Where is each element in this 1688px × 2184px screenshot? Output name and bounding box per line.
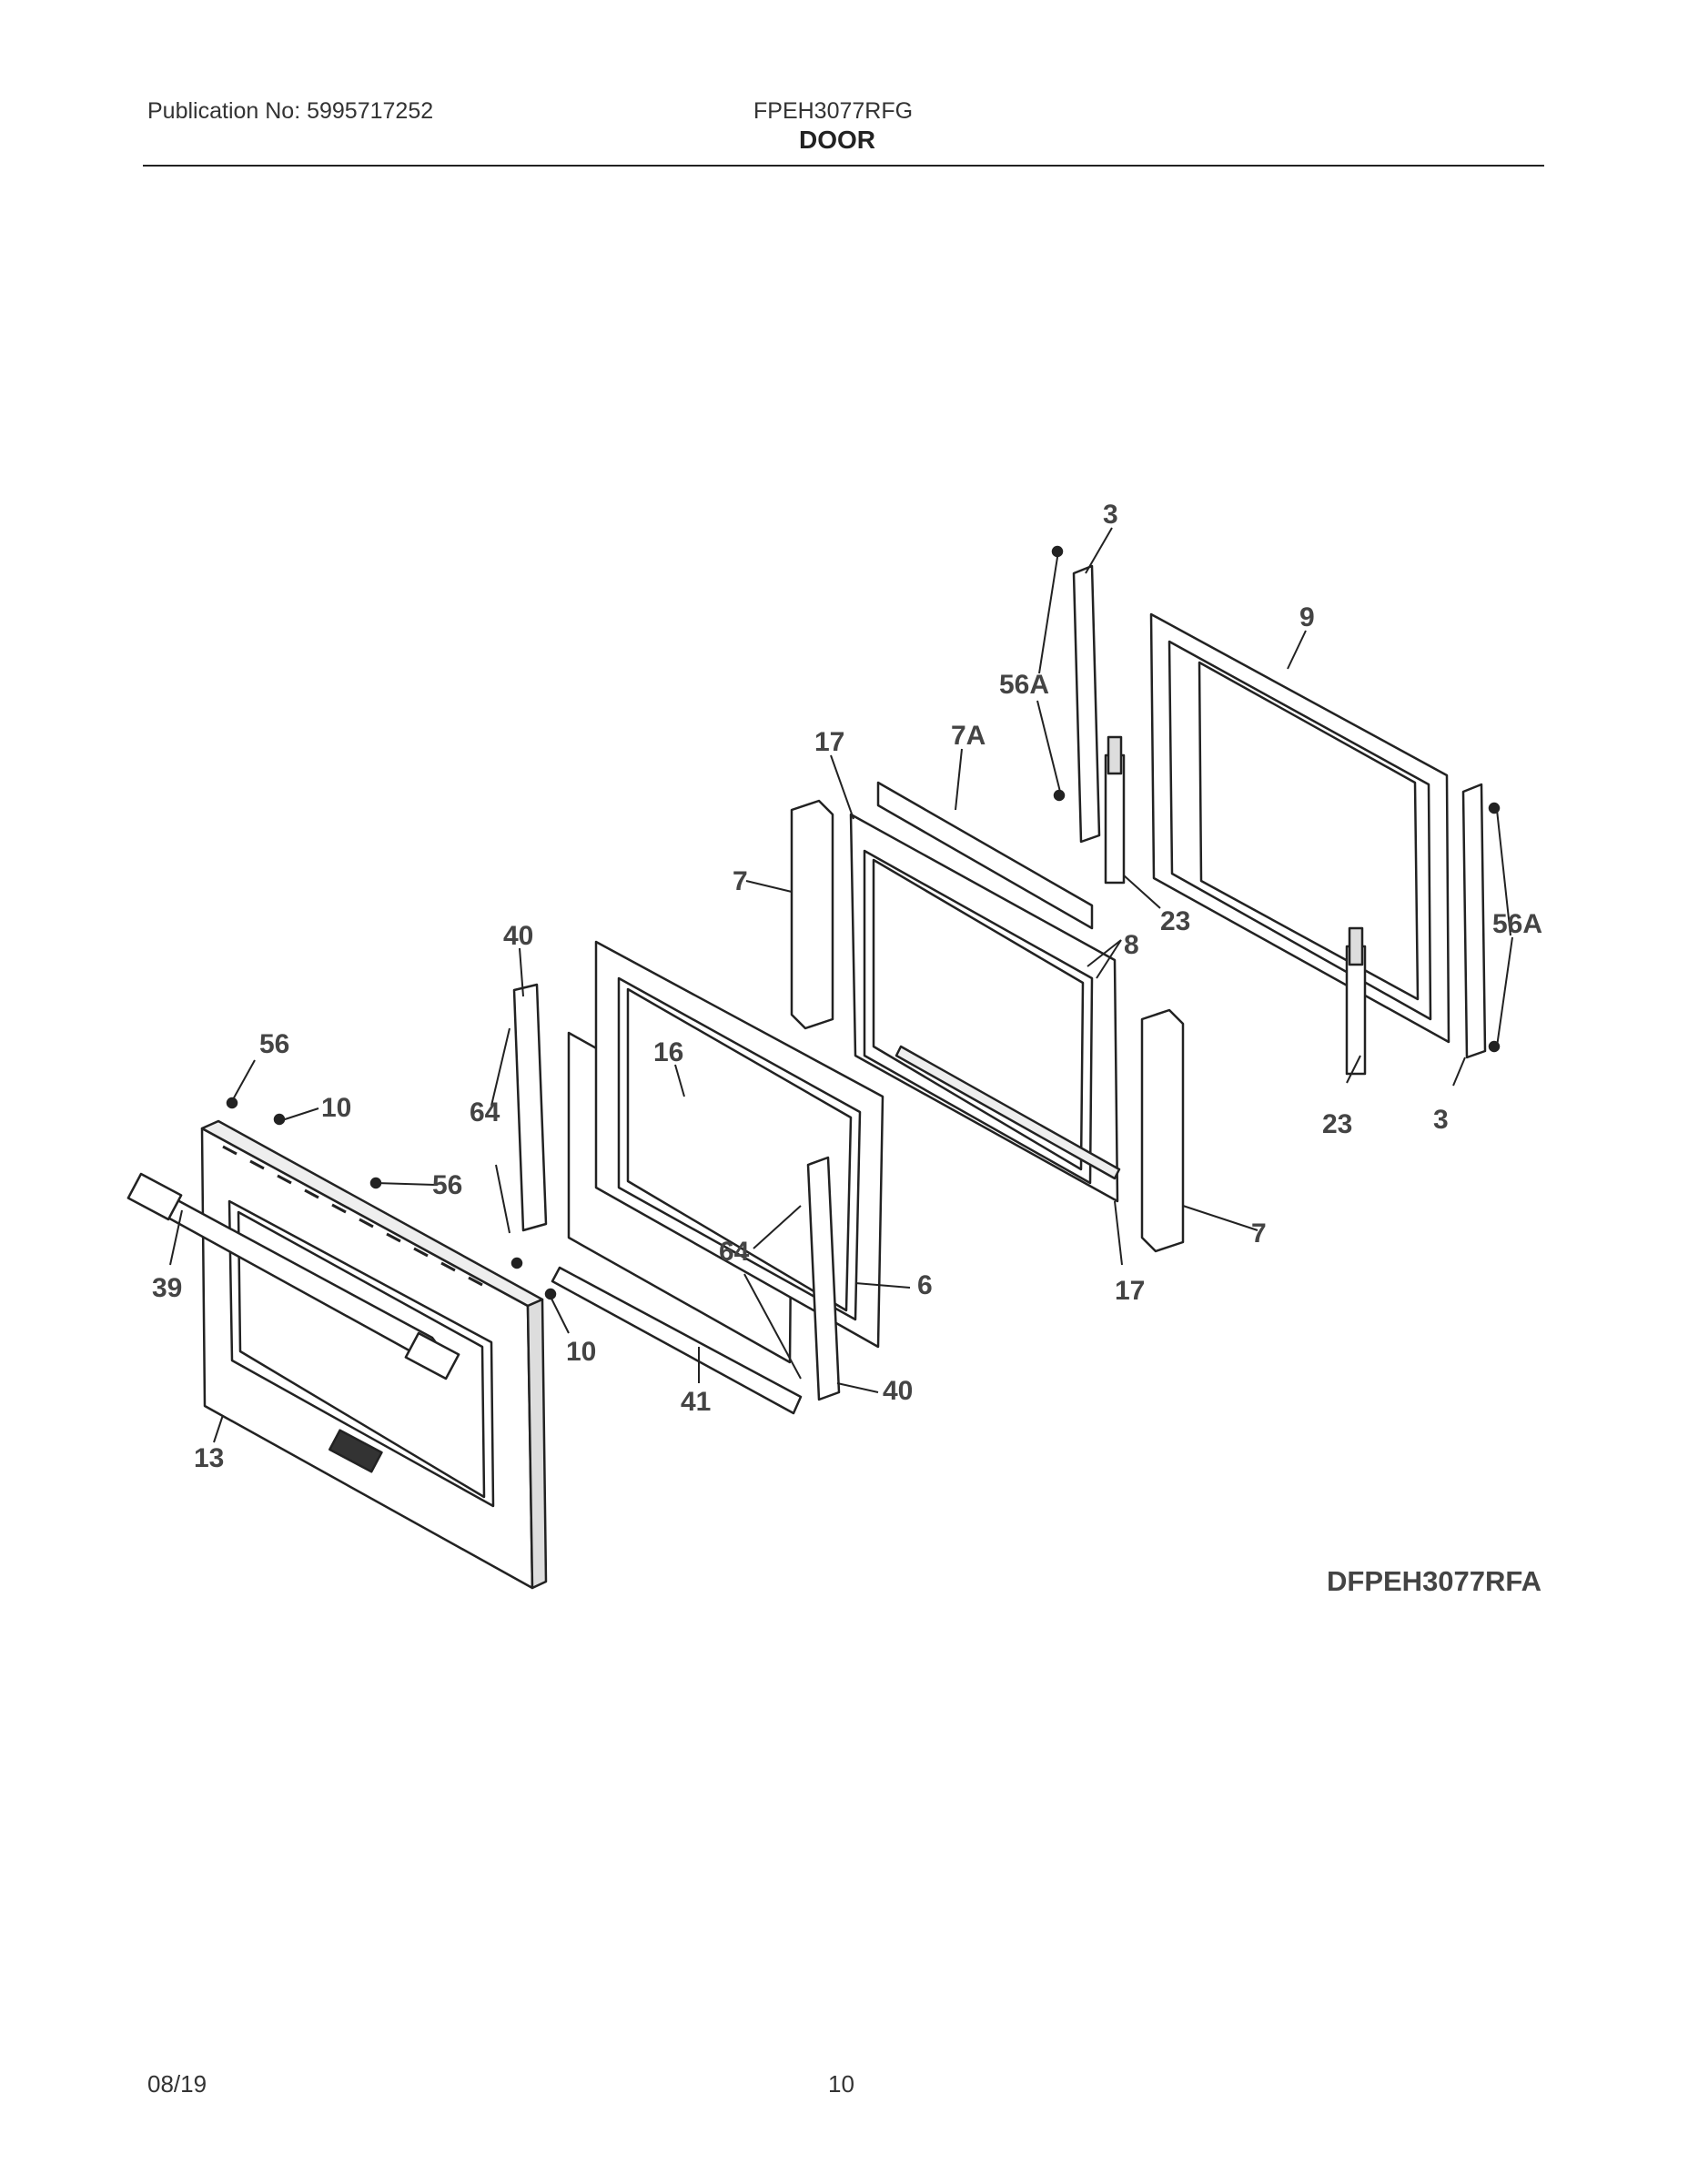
- model-number: FPEH3077RFG: [753, 98, 914, 124]
- insulation-left: [790, 799, 834, 1030]
- callout-8: 8: [1124, 930, 1139, 960]
- callout-3-bottom: 3: [1433, 1105, 1449, 1135]
- callout-23-top: 23: [1160, 906, 1190, 936]
- door-handle: [126, 1172, 460, 1380]
- leader-lines: [169, 527, 1513, 1443]
- publication-number: Publication No: 5995717252: [147, 98, 434, 124]
- callout-40-left: 40: [503, 921, 533, 951]
- header-rule: [143, 165, 1544, 167]
- glass-pack: [849, 813, 1121, 1203]
- callout-64-right: 64: [719, 1237, 750, 1267]
- section-title: DOOR: [799, 126, 875, 154]
- inner-door-panel: [1149, 612, 1450, 1044]
- hinge-right: [1345, 926, 1367, 1076]
- callout-7-right: 7: [1251, 1218, 1267, 1249]
- callout-64-left: 64: [470, 1097, 500, 1127]
- page-number: 10: [828, 2070, 854, 2098]
- callout-56a-top: 56A: [999, 670, 1049, 700]
- callout-10-top: 10: [321, 1093, 351, 1123]
- insulation-right: [1140, 1008, 1185, 1253]
- callout-23-bottom: 23: [1322, 1109, 1352, 1139]
- callout-39: 39: [152, 1273, 182, 1303]
- hinge-channel-left: [1072, 564, 1101, 844]
- callout-17-top: 17: [814, 727, 844, 757]
- bottom-trim: [551, 1266, 803, 1415]
- callout-17-bottom: 17: [1115, 1276, 1145, 1306]
- callout-13: 13: [194, 1443, 224, 1473]
- hinge-left: [1104, 735, 1126, 885]
- callout-56-mid: 56: [432, 1170, 462, 1200]
- callout-56-left: 56: [259, 1029, 289, 1059]
- callout-labels: 3 9 56A 17 7A 7 23 8 56A 40 56 16 10 64 …: [152, 500, 1542, 1473]
- screws: [226, 545, 1501, 1300]
- diagram-id: DFPEH3077RFA: [1327, 1565, 1542, 1597]
- callout-10-bottom: 10: [566, 1337, 596, 1367]
- side-bracket-right: [806, 1156, 841, 1401]
- callout-41: 41: [681, 1387, 711, 1417]
- outer-door-panel: [200, 1119, 548, 1590]
- callout-40-bottom: 40: [883, 1376, 913, 1406]
- footer-date: 08/19: [147, 2070, 207, 2098]
- callout-9: 9: [1299, 602, 1315, 632]
- callout-56a-right: 56A: [1492, 909, 1542, 939]
- insulation-top: [876, 781, 1094, 930]
- hinge-channel-right: [1461, 783, 1487, 1059]
- callout-16: 16: [653, 1037, 683, 1067]
- side-bracket-left: [512, 983, 548, 1232]
- callout-7-left: 7: [733, 866, 748, 896]
- callout-3-top: 3: [1103, 500, 1118, 530]
- callout-7a: 7A: [951, 721, 986, 751]
- callout-6: 6: [917, 1270, 933, 1300]
